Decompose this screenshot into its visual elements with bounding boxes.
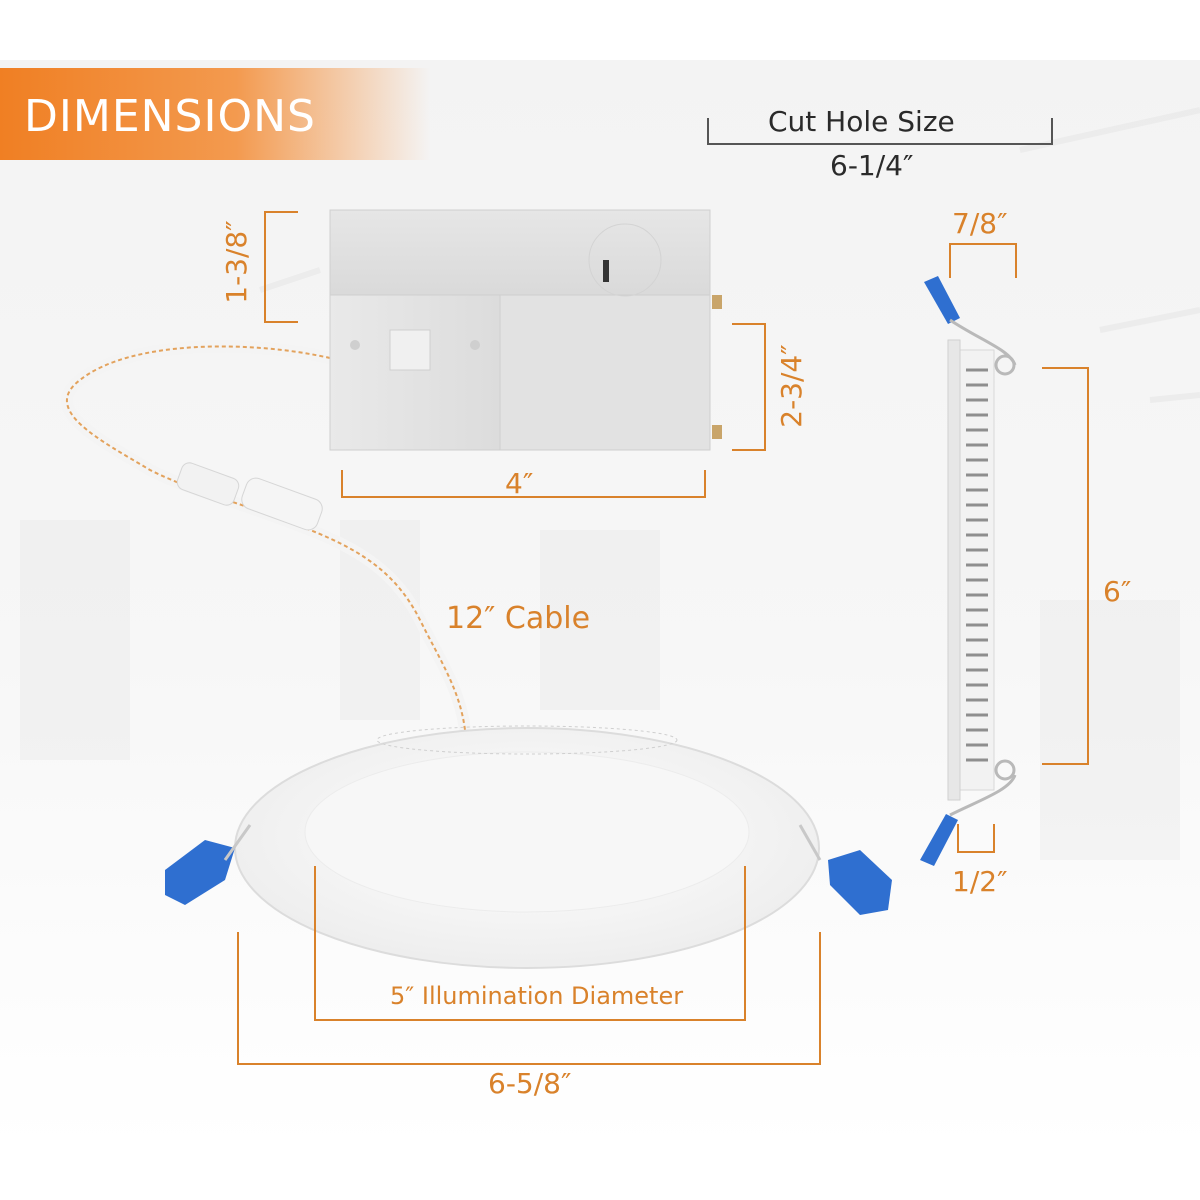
cut-hole-value: 6-1/4″ <box>830 149 914 182</box>
cut-hole-bracket <box>707 118 1053 145</box>
cable-connector <box>176 462 323 531</box>
cable-highlight <box>65 345 466 731</box>
diameter-label: 6-5/8″ <box>488 1067 572 1100</box>
dimension-lines <box>237 118 1089 1065</box>
top-depth-label: 7/8″ <box>952 207 1008 240</box>
junction-box <box>329 209 722 451</box>
panel-clip-right <box>798 824 892 915</box>
profile-height-bracket <box>1042 367 1089 765</box>
side-clip-bottom <box>920 759 1017 866</box>
bottom-depth-bracket <box>957 824 995 853</box>
illumination-label: 5″ Illumination Diameter <box>390 982 684 1010</box>
side-clip-top <box>924 276 1017 376</box>
illumination-bracket <box>314 866 746 1021</box>
cable-label: 12″ Cable <box>446 601 591 636</box>
page-title: DIMENSIONS <box>24 91 316 142</box>
cut-hole-label: Cut Hole Size <box>768 105 955 138</box>
box-width-bracket <box>341 470 706 498</box>
top-depth-bracket <box>949 243 1017 278</box>
box-side-height-label: 2-3/4″ <box>775 344 808 428</box>
title-banner <box>0 68 430 160</box>
box-side-bracket <box>732 323 766 451</box>
diameter-bracket <box>237 932 821 1065</box>
panel-clip-left <box>165 824 252 905</box>
box-height-bracket <box>264 211 298 323</box>
profile-height-label: 6″ <box>1103 575 1132 608</box>
bottom-depth-label: 1/2″ <box>952 865 1008 898</box>
side-profile <box>947 339 995 801</box>
round-panel <box>234 725 820 969</box>
box-height-label: 1-3/8″ <box>220 220 253 304</box>
box-width-label: 4″ <box>505 467 534 500</box>
side-profile-fins <box>966 368 988 762</box>
